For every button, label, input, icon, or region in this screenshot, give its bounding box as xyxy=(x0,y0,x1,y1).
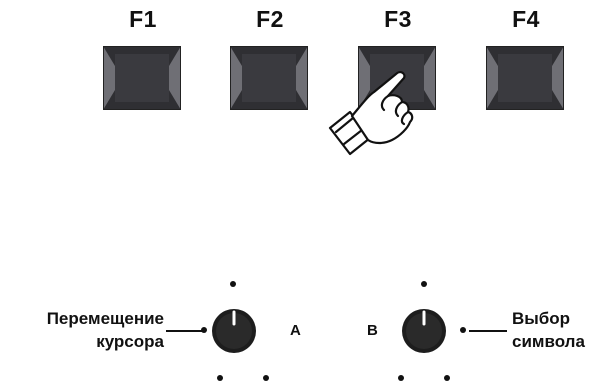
knob-a-dot-top xyxy=(230,281,236,287)
knob-b-dot-bottom-left xyxy=(398,375,404,381)
knob-a-dot-bottom-left xyxy=(217,375,223,381)
knob-a-dot-bottom-right xyxy=(263,375,269,381)
rotary-knob-icon xyxy=(212,309,256,353)
f2-label: F2 xyxy=(256,6,284,32)
f4-label: F4 xyxy=(512,6,540,32)
f1-label: F1 xyxy=(129,6,157,32)
f2-button[interactable] xyxy=(230,46,308,110)
knob-a-letter: A xyxy=(290,322,301,339)
knob-a-dot-left xyxy=(201,327,207,333)
knob-b-dot-bottom-right xyxy=(444,375,450,381)
cursor-move-caption-line1: Перемещение xyxy=(46,309,164,328)
cursor-move-caption: Перемещение курсора xyxy=(10,307,164,353)
knob-b-dot-right xyxy=(460,327,466,333)
right-leader-line xyxy=(469,330,507,332)
rotary-knob-icon xyxy=(402,309,446,353)
symbol-select-caption: Выбор символа xyxy=(512,307,608,353)
knob-b-letter: B xyxy=(367,322,378,339)
knob-b-dot-top xyxy=(421,281,427,287)
left-leader-line xyxy=(166,330,202,332)
knob-a[interactable] xyxy=(211,308,257,354)
symbol-select-caption-line1: Выбор xyxy=(512,309,571,328)
f1-button[interactable] xyxy=(103,46,181,110)
pointing-hand-icon xyxy=(322,66,432,166)
knob-b[interactable] xyxy=(401,308,447,354)
symbol-select-caption-line2: символа xyxy=(512,332,585,351)
f3-label: F3 xyxy=(384,6,412,32)
f4-button[interactable] xyxy=(486,46,564,110)
cursor-move-caption-line2: курсора xyxy=(96,332,164,351)
